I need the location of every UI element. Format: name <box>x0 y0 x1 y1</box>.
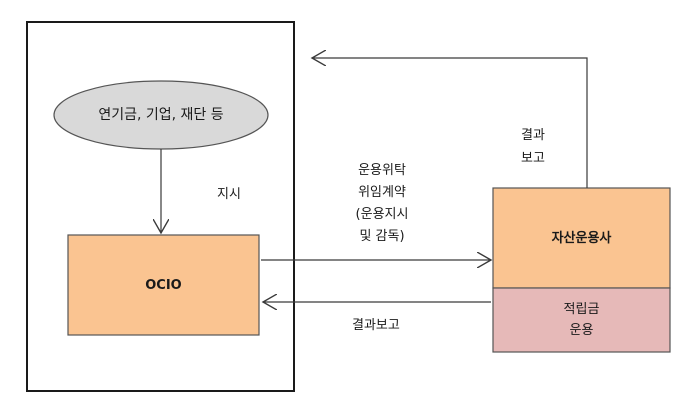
top-report-line-1: 결과 <box>521 128 545 143</box>
asset-manager-node: 자산운용사 <box>493 188 670 288</box>
report-label: 결과보고 <box>352 318 400 333</box>
ocio-box <box>67 234 260 336</box>
top-report-label: 결과 보고 <box>515 124 551 170</box>
sponsor-node: 연기금, 기업, 재단 등 <box>54 81 268 149</box>
instruction-label: 지시 <box>217 187 241 202</box>
contract-label: 운용위탁 위임계약 (운용지시 및 감독) <box>330 160 434 248</box>
fund-management-line-1: 적립금 <box>563 302 600 317</box>
ocio-label: OCIO <box>145 277 182 293</box>
sponsor-label: 연기금, 기업, 재단 등 <box>98 106 224 123</box>
contract-line-3: (운용지시 <box>355 207 409 222</box>
fund-management-node: 적립금 운용 <box>493 288 670 352</box>
contract-line-4: 및 감독) <box>359 229 405 244</box>
asset-manager-label: 자산운용사 <box>551 230 612 246</box>
top-report-arrow <box>312 58 588 188</box>
fund-management-line-2: 운용 <box>569 323 594 338</box>
top-report-line-2: 보고 <box>521 151 545 166</box>
asset-manager-box <box>492 187 671 289</box>
ocio-node: OCIO <box>68 235 259 335</box>
contract-line-2: 위임계약 <box>358 185 406 200</box>
contract-line-1: 운용위탁 <box>358 163 406 178</box>
fund-management-box <box>492 287 671 353</box>
